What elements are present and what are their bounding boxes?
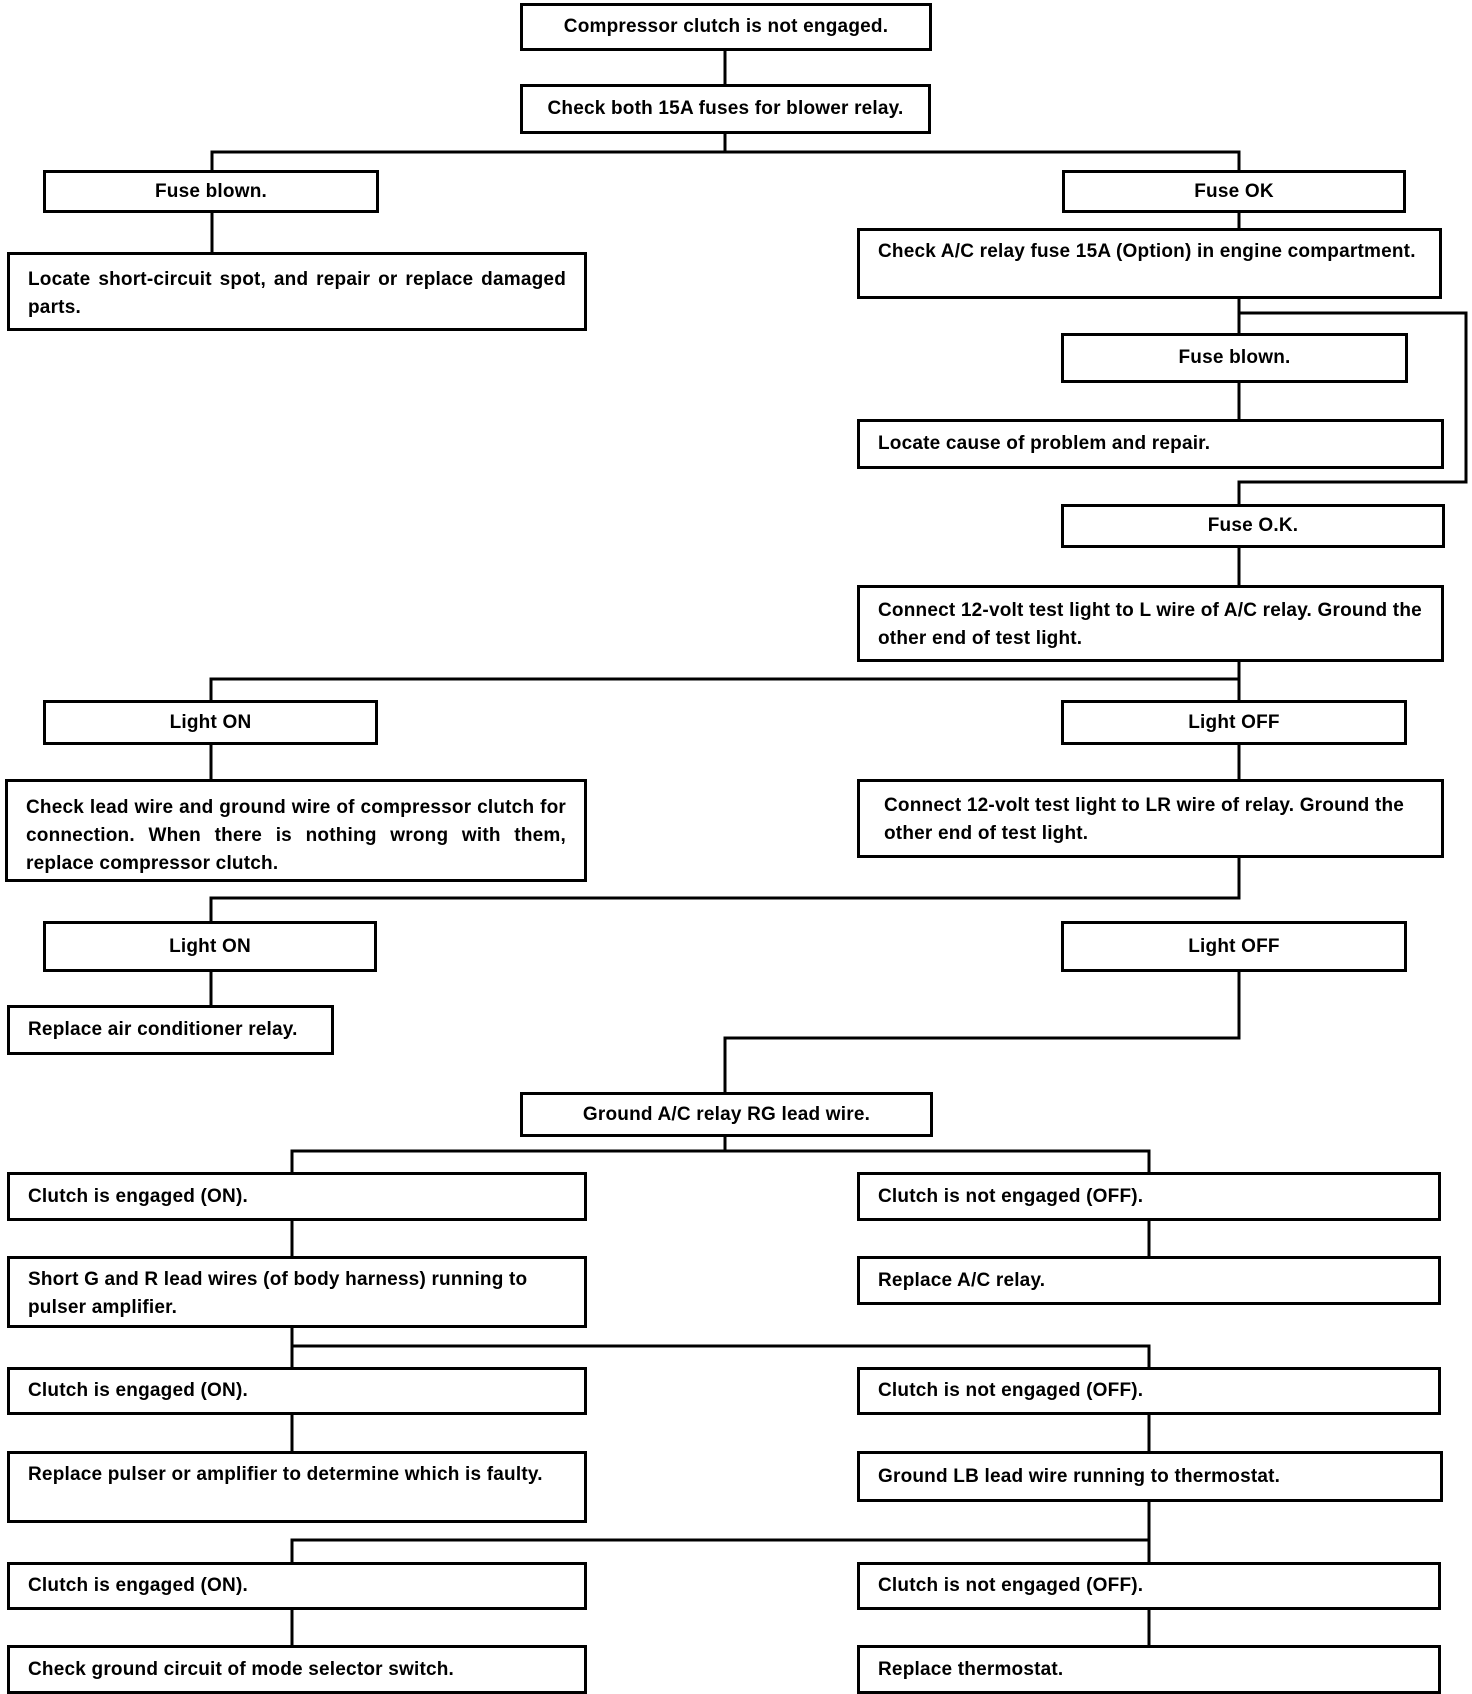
lb-clutch-off-action-box: Replace thermostat. [857,1645,1441,1694]
l-light-off-box: Light OFF [1061,700,1407,745]
connector [723,969,1241,1094]
ground-rg-box: Ground A/C relay RG lead wire. [520,1092,933,1137]
connector [209,855,1241,923]
connector [209,658,1241,702]
ac-fuse-ok-box: Fuse O.K. [1061,504,1445,548]
ac-fuse-blown-box: Fuse blown. [1061,333,1408,383]
test-l-wire-box: Connect 12-volt test light to L wire of … [857,585,1444,662]
gr-clutch-on-action-box: Replace pulser or amplifier to determine… [7,1451,587,1523]
lr-light-on-action-box: Replace air conditioner relay. [7,1005,334,1055]
lb-clutch-on-box: Clutch is engaged (ON). [7,1562,587,1610]
lb-clutch-off-box: Clutch is not engaged (OFF). [857,1562,1441,1610]
gr-clutch-off-action-box: Ground LB lead wire running to thermosta… [857,1451,1443,1502]
connector [1237,311,1468,506]
rg-clutch-on-box: Clutch is engaged (ON). [7,1172,587,1221]
lr-light-off-box: Light OFF [1061,921,1407,972]
connector [290,1325,1151,1369]
gr-clutch-off-box: Clutch is not engaged (OFF). [857,1367,1441,1415]
check-blower-fuses-box: Check both 15A fuses for blower relay. [520,84,931,134]
check-ac-relay-fuse-box: Check A/C relay fuse 15A (Option) in eng… [857,228,1442,299]
blower-fuse-blown-box: Fuse blown. [43,170,379,213]
blower-fuse-ok-box: Fuse OK [1062,170,1406,213]
l-light-on-action-box: Check lead wire and ground wire of compr… [5,779,587,882]
lr-light-on-box: Light ON [43,921,377,972]
rg-clutch-off-box: Clutch is not engaged (OFF). [857,1172,1441,1221]
l-light-on-box: Light ON [43,700,378,745]
connector [290,1499,1151,1564]
connector [290,1134,1151,1174]
gr-clutch-on-box: Clutch is engaged (ON). [7,1367,587,1415]
test-lr-wire-box: Connect 12-volt test light to LR wire of… [857,779,1444,858]
rg-clutch-on-action-box: Short G and R lead wires (of body harnes… [7,1256,587,1328]
ac-fuse-blown-action-box: Locate cause of problem and repair. [857,419,1444,469]
blower-fuse-blown-action-box: Locate short-circuit spot, and repair or… [7,252,587,331]
lb-clutch-on-action-box: Check ground circuit of mode selector sw… [7,1645,587,1694]
rg-clutch-off-action-box: Replace A/C relay. [857,1256,1441,1305]
connector [210,131,1241,175]
start-box: Compressor clutch is not engaged. [520,3,932,51]
